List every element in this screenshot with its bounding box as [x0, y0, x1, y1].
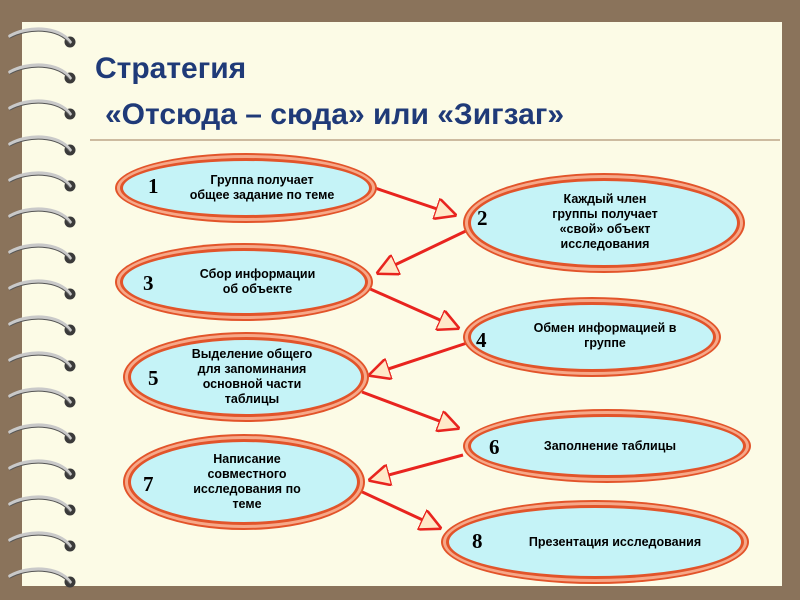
- spiral-ring: [8, 459, 76, 480]
- arrow-2-to-3: [378, 227, 471, 273]
- title-line-1: Стратегия: [95, 52, 247, 85]
- step-6-ellipse: [468, 414, 746, 478]
- step-3-ellipse: [120, 248, 368, 316]
- divider-line: [90, 139, 780, 141]
- spiral-ring: [8, 27, 76, 48]
- step-2-number: 2: [477, 206, 488, 230]
- arrow-3-to-4: [367, 286, 458, 328]
- spiral-ring: [8, 423, 76, 444]
- step-8-number: 8: [472, 529, 483, 553]
- step-2-text: Каждый член группы получает «свой» объек…: [552, 192, 658, 251]
- arrow-5-to-6: [361, 390, 458, 428]
- spiral-ring: [8, 531, 76, 552]
- spiral-ring: [8, 171, 76, 192]
- step-5-text: Выделение общего для запоминания основно…: [191, 347, 313, 406]
- step-6-text: Заполнение таблицы: [543, 438, 677, 453]
- spiral-ring: [8, 243, 76, 264]
- spiral-ring: [8, 351, 76, 372]
- spiral-ring: [8, 315, 76, 336]
- step-1-ellipse: [120, 158, 372, 218]
- step-5-number: 5: [148, 366, 159, 390]
- step-1-number: 1: [148, 174, 159, 198]
- step-4-text: Обмен информацией в группе: [533, 321, 677, 350]
- step-8-ellipse: [446, 505, 744, 579]
- step-8-text: Презентация исследования: [528, 534, 702, 549]
- arrow-4-to-5: [370, 340, 471, 375]
- step-5-ellipse: [128, 337, 364, 417]
- spiral-ring: [8, 135, 76, 156]
- step-4-ellipse: [468, 302, 716, 372]
- spiral-ring: [8, 99, 76, 120]
- arrow-6-to-7: [370, 453, 464, 480]
- step-2-ellipse: [468, 178, 740, 268]
- spiral-ring: [8, 387, 76, 408]
- spiral-ring: [8, 63, 76, 84]
- step-6-number: 6: [489, 435, 500, 459]
- step-7-number: 7: [143, 472, 154, 496]
- spiral-ring: [8, 279, 76, 300]
- step-3-text: Сбор информации об объекте: [199, 267, 316, 296]
- spiral-ring: [8, 495, 76, 516]
- step-7-ellipse: [128, 439, 360, 525]
- step-3-number: 3: [143, 271, 154, 295]
- spiral-ring: [8, 207, 76, 228]
- arrow-7-to-8: [357, 488, 440, 528]
- spiral-ring: [8, 567, 76, 588]
- arrow-1-to-2: [371, 185, 455, 215]
- title-line-2: «Отсюда – сюда» или «Зигзаг»: [105, 98, 565, 131]
- step-1-text: Группа получает общее задание по теме: [189, 173, 335, 202]
- step-7-text: Написание совместного исследования по те…: [193, 452, 301, 511]
- step-4-number: 4: [476, 328, 487, 352]
